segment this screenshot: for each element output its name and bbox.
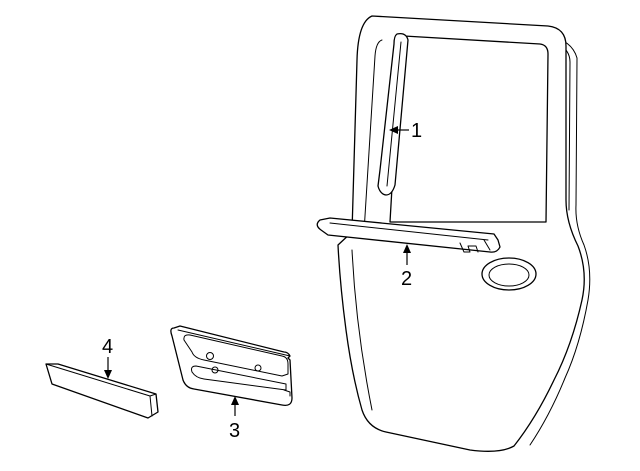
callout-4: 4 xyxy=(102,336,113,379)
part-1-window-molding xyxy=(377,32,409,196)
callout-1-arrowhead xyxy=(389,126,398,134)
callout-3-label: 3 xyxy=(229,420,240,442)
callout-3: 3 xyxy=(229,396,240,442)
callout-2-label: 2 xyxy=(401,268,412,290)
part-4-nameplate xyxy=(45,363,159,419)
part-2-belt-molding xyxy=(316,217,501,253)
callout-4-label: 4 xyxy=(102,336,113,358)
callout-2: 2 xyxy=(401,244,412,290)
part-3-trim-plate xyxy=(170,325,293,406)
callout-3-arrowhead xyxy=(231,396,239,405)
callout-4-arrowhead xyxy=(104,370,112,379)
callout-2-arrowhead xyxy=(403,244,411,253)
callout-1: 1 xyxy=(389,120,422,142)
callout-1-label: 1 xyxy=(411,120,422,142)
